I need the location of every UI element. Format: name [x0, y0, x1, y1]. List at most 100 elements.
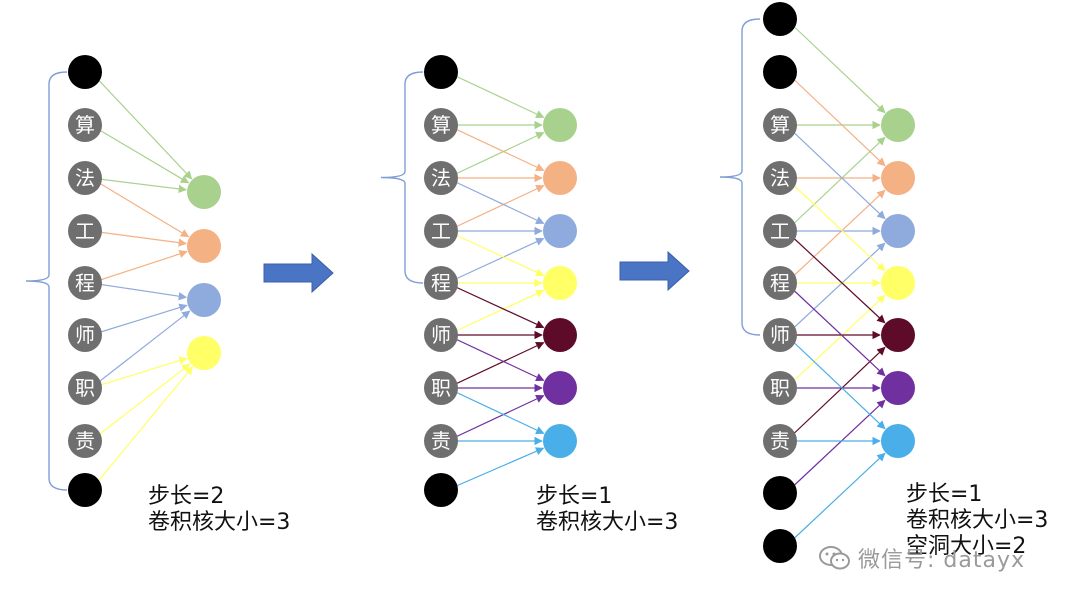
token-label: 程: [75, 271, 95, 295]
connection-line: [90, 177, 190, 238]
token-label: 师: [75, 323, 95, 347]
connection-line: [90, 282, 188, 301]
output-node: [881, 161, 915, 195]
token-label: 责: [75, 429, 95, 453]
connection-line: [446, 71, 545, 118]
connection-line: [446, 289, 545, 336]
token-node: [763, 161, 797, 195]
connection-line: [446, 334, 545, 381]
token-node: [424, 318, 458, 352]
wechat-icon: [819, 546, 850, 570]
connection-line: [446, 185, 545, 232]
token-node: [424, 424, 458, 458]
connection-line: [90, 71, 193, 180]
connection-line: [785, 230, 886, 324]
connection-line: [446, 447, 545, 491]
output-node: [881, 108, 915, 142]
token-label: 程: [431, 271, 451, 295]
padding-node: [763, 55, 797, 89]
padding-node: [68, 473, 102, 507]
connection-line: [785, 71, 886, 167]
caption-line: 步长=2: [148, 484, 225, 509]
connection-line: [785, 334, 886, 430]
connection-line: [446, 387, 545, 434]
token-label: 职: [431, 376, 451, 400]
token-node: [763, 214, 797, 248]
output-node: [881, 214, 915, 248]
padding-node: [763, 2, 797, 36]
output-node: [881, 371, 915, 405]
token-label: 算: [770, 113, 790, 137]
token-label: 法: [770, 166, 790, 190]
output-node: [881, 318, 915, 352]
connection-line: [446, 124, 545, 171]
token-label: 工: [770, 219, 790, 243]
connection-line: [90, 230, 187, 247]
right-arrow-icon: [263, 252, 334, 294]
token-label: 职: [75, 376, 95, 400]
connection-line: [785, 18, 886, 114]
connection-line: [785, 124, 886, 220]
token-label: 师: [431, 323, 451, 347]
output-node: [543, 371, 577, 405]
connection-line: [446, 230, 545, 277]
connection-line: [446, 342, 545, 389]
output-node: [187, 283, 221, 317]
receptive-field-brace: [380, 71, 424, 284]
connection-line: [785, 282, 886, 377]
token-label: 责: [431, 429, 451, 453]
caption-line: 卷积核大小=3: [536, 510, 679, 535]
token-node: [763, 108, 797, 142]
token-label: 算: [75, 113, 95, 137]
output-node: [187, 336, 221, 370]
connection-line: [785, 294, 886, 389]
output-node: [543, 108, 577, 142]
token-node: [68, 161, 102, 195]
padding-node: [424, 55, 458, 89]
connection-line: [90, 124, 190, 184]
padding-node: [68, 55, 102, 89]
token-node: [763, 424, 797, 458]
connection-line: [446, 395, 545, 442]
token-node: [68, 266, 102, 300]
connection-line: [446, 177, 545, 224]
token-node: [424, 266, 458, 300]
receptive-field-brace: [25, 71, 68, 491]
token-node: [68, 424, 102, 458]
padding-node: [763, 476, 797, 510]
token-node: [763, 318, 797, 352]
token-node: [424, 161, 458, 195]
connection-line: [446, 132, 545, 179]
token-node: [424, 371, 458, 405]
token-label: 法: [431, 166, 451, 190]
watermark-text: 微信号: datayx: [858, 548, 1025, 573]
token-label: 职: [770, 376, 790, 400]
token-label: 责: [770, 429, 790, 453]
connection-line: [90, 366, 194, 491]
output-node: [187, 175, 221, 209]
caption-line: 步长=1: [906, 482, 983, 507]
connection-line: [90, 310, 191, 389]
token-node: [68, 214, 102, 248]
token-node: [68, 318, 102, 352]
token-node: [763, 371, 797, 405]
caption-panel-2: 步长=1 卷积核大小=3: [536, 484, 678, 536]
caption-panel-1: 步长=2 卷积核大小=3: [148, 484, 290, 536]
token-label: 工: [431, 219, 451, 243]
caption-line: 空洞大小=2: [906, 534, 1027, 559]
right-arrow-icon: [619, 250, 690, 292]
output-node: [543, 161, 577, 195]
token-node: [763, 266, 797, 300]
receptive-field-brace: [719, 18, 761, 336]
token-label: 程: [770, 271, 790, 295]
watermark: 微信号: datayx: [818, 543, 1025, 573]
padding-node: [763, 529, 797, 563]
output-node: [543, 214, 577, 248]
token-node: [68, 371, 102, 405]
token-node: [424, 214, 458, 248]
connection-line: [785, 346, 886, 442]
token-label: 师: [770, 323, 790, 347]
output-node: [881, 424, 915, 458]
token-node: [68, 108, 102, 142]
